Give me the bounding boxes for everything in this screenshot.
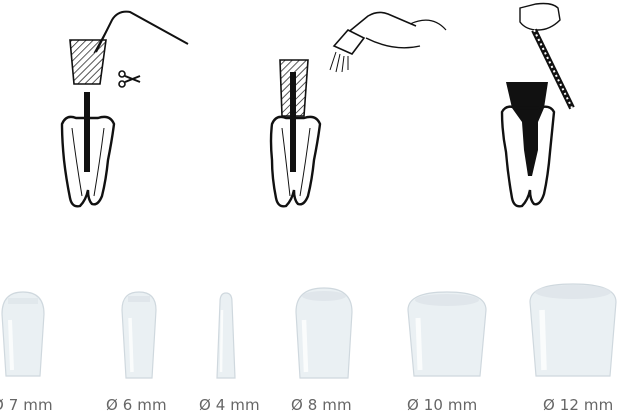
illustration-core-buildup: [480, 0, 590, 230]
illustration-cut-cap: [48, 0, 198, 230]
cap-12mm: [524, 282, 622, 380]
illustration-air-syringe: [260, 0, 460, 230]
caption-4mm: Ø 4 mm: [199, 396, 260, 414]
caption-6mm: Ø 6 mm: [106, 396, 167, 414]
cap-7mm: [0, 286, 46, 380]
cap-10mm: [404, 290, 490, 380]
core-buildup-shape: [506, 82, 548, 176]
cap-4mm: [213, 292, 239, 382]
cap-shape: [70, 40, 106, 84]
scissors-icon: [119, 71, 140, 87]
post-shape: [84, 92, 90, 172]
cap-8mm: [292, 286, 356, 382]
caption-12mm: Ø 12 mm: [543, 396, 613, 414]
post-shape: [290, 72, 296, 172]
caption-10mm: Ø 10 mm: [407, 396, 477, 414]
cap-6mm: [118, 290, 160, 382]
caption-7mm: Ø 7 mm: [0, 396, 53, 414]
caption-8mm: Ø 8 mm: [291, 396, 352, 414]
